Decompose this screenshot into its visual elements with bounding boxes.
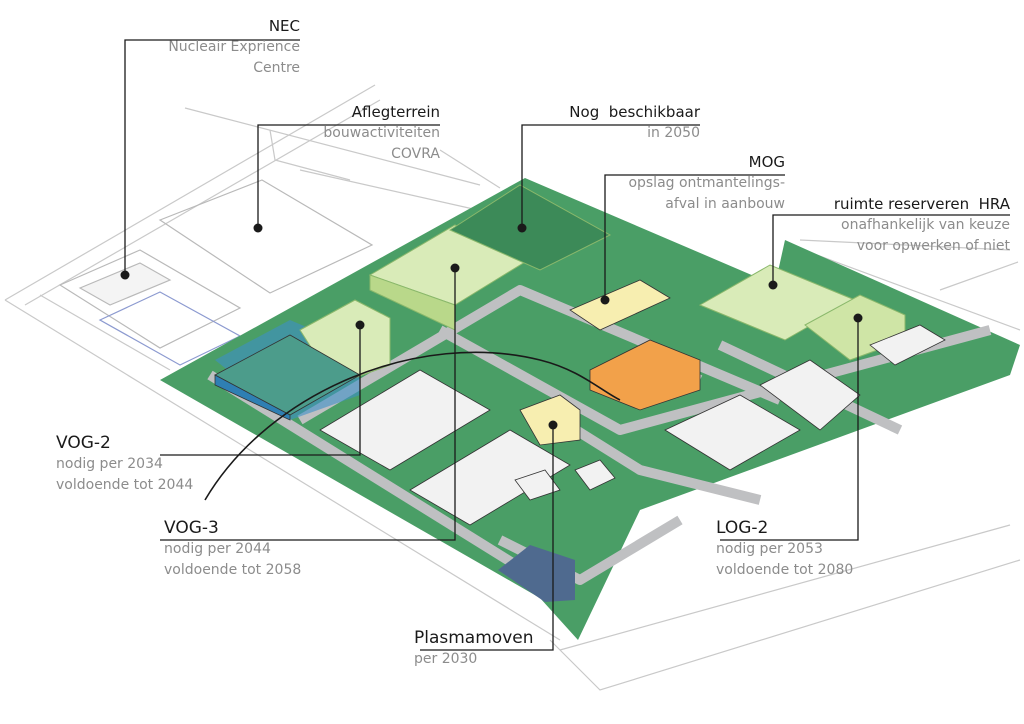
surrounding-roads [4, 84, 1021, 691]
buildings [214, 279, 946, 526]
label-vog3-title: VOG-3 [164, 518, 219, 538]
label-plasmamoven-line-1: per 2030 [414, 651, 478, 667]
label-mog-line-2: afval in aanbouw [665, 196, 785, 212]
label-vog2: VOG-2 nodig per 2034 voldoende tot 2044 [56, 433, 193, 496]
label-vog3: VOG-3 nodig per 2044 voldoende tot 2058 [164, 518, 301, 581]
label-nec-title: NEC [268, 17, 300, 35]
label-hra-line-2: voor opwerken of niet [856, 238, 1010, 254]
label-aflegterrein-line-1: bouwactiviteiten [323, 125, 440, 141]
label-aflegterrein: Aflegterrein bouwactiviteiten COVRA [323, 102, 440, 165]
label-nog-beschikbaar: Nog beschikbaar in 2050 [569, 102, 700, 144]
label-nog-beschikbaar-title: Nog beschikbaar [569, 103, 700, 121]
label-vog2-title: VOG-2 [56, 433, 111, 453]
label-log2-line-1: nodig per 2053 [716, 541, 823, 557]
label-hra-title: ruimte reserveren HRA [833, 195, 1010, 213]
label-nec-line-1: Nucleair Exprience [168, 39, 300, 55]
label-vog3-line-2: voldoende tot 2058 [164, 562, 302, 578]
leader-dots [120, 223, 863, 430]
label-mog-title: MOG [748, 153, 785, 171]
label-mog-line-1: opslag ontmantelings- [628, 175, 785, 191]
label-vog2-line-2: voldoende tot 2044 [56, 477, 194, 493]
label-log2-line-2: voldoende tot 2080 [716, 562, 854, 578]
label-nec-line-2: Centre [253, 60, 300, 76]
label-mog: MOG opslag ontmantelings- afval in aanbo… [628, 152, 785, 215]
label-hra: ruimte reserveren HRA onafhankelijk van … [834, 194, 1010, 257]
label-log2: LOG-2 nodig per 2053 voldoende tot 2080 [716, 518, 853, 581]
label-vog3-line-1: nodig per 2044 [164, 541, 271, 557]
label-plasmamoven: Plasmamoven per 2030 [414, 628, 533, 670]
site-roads [207, 285, 992, 585]
label-nec: NEC Nucleair Exprience Centre [168, 16, 300, 79]
label-hra-line-1: onafhankelijk van keuze [841, 217, 1010, 233]
water-basin [498, 545, 575, 602]
rail-line [204, 351, 621, 501]
leader-lines [124, 39, 1010, 651]
label-aflegterrein-line-2: COVRA [391, 146, 440, 162]
label-aflegterrein-title: Aflegterrein [351, 103, 440, 121]
label-plasmamoven-title: Plasmamoven [414, 628, 534, 648]
label-log2-title: LOG-2 [716, 518, 769, 538]
label-nog-beschikbaar-line-1: in 2050 [647, 125, 700, 141]
label-vog2-line-1: nodig per 2034 [56, 456, 163, 472]
